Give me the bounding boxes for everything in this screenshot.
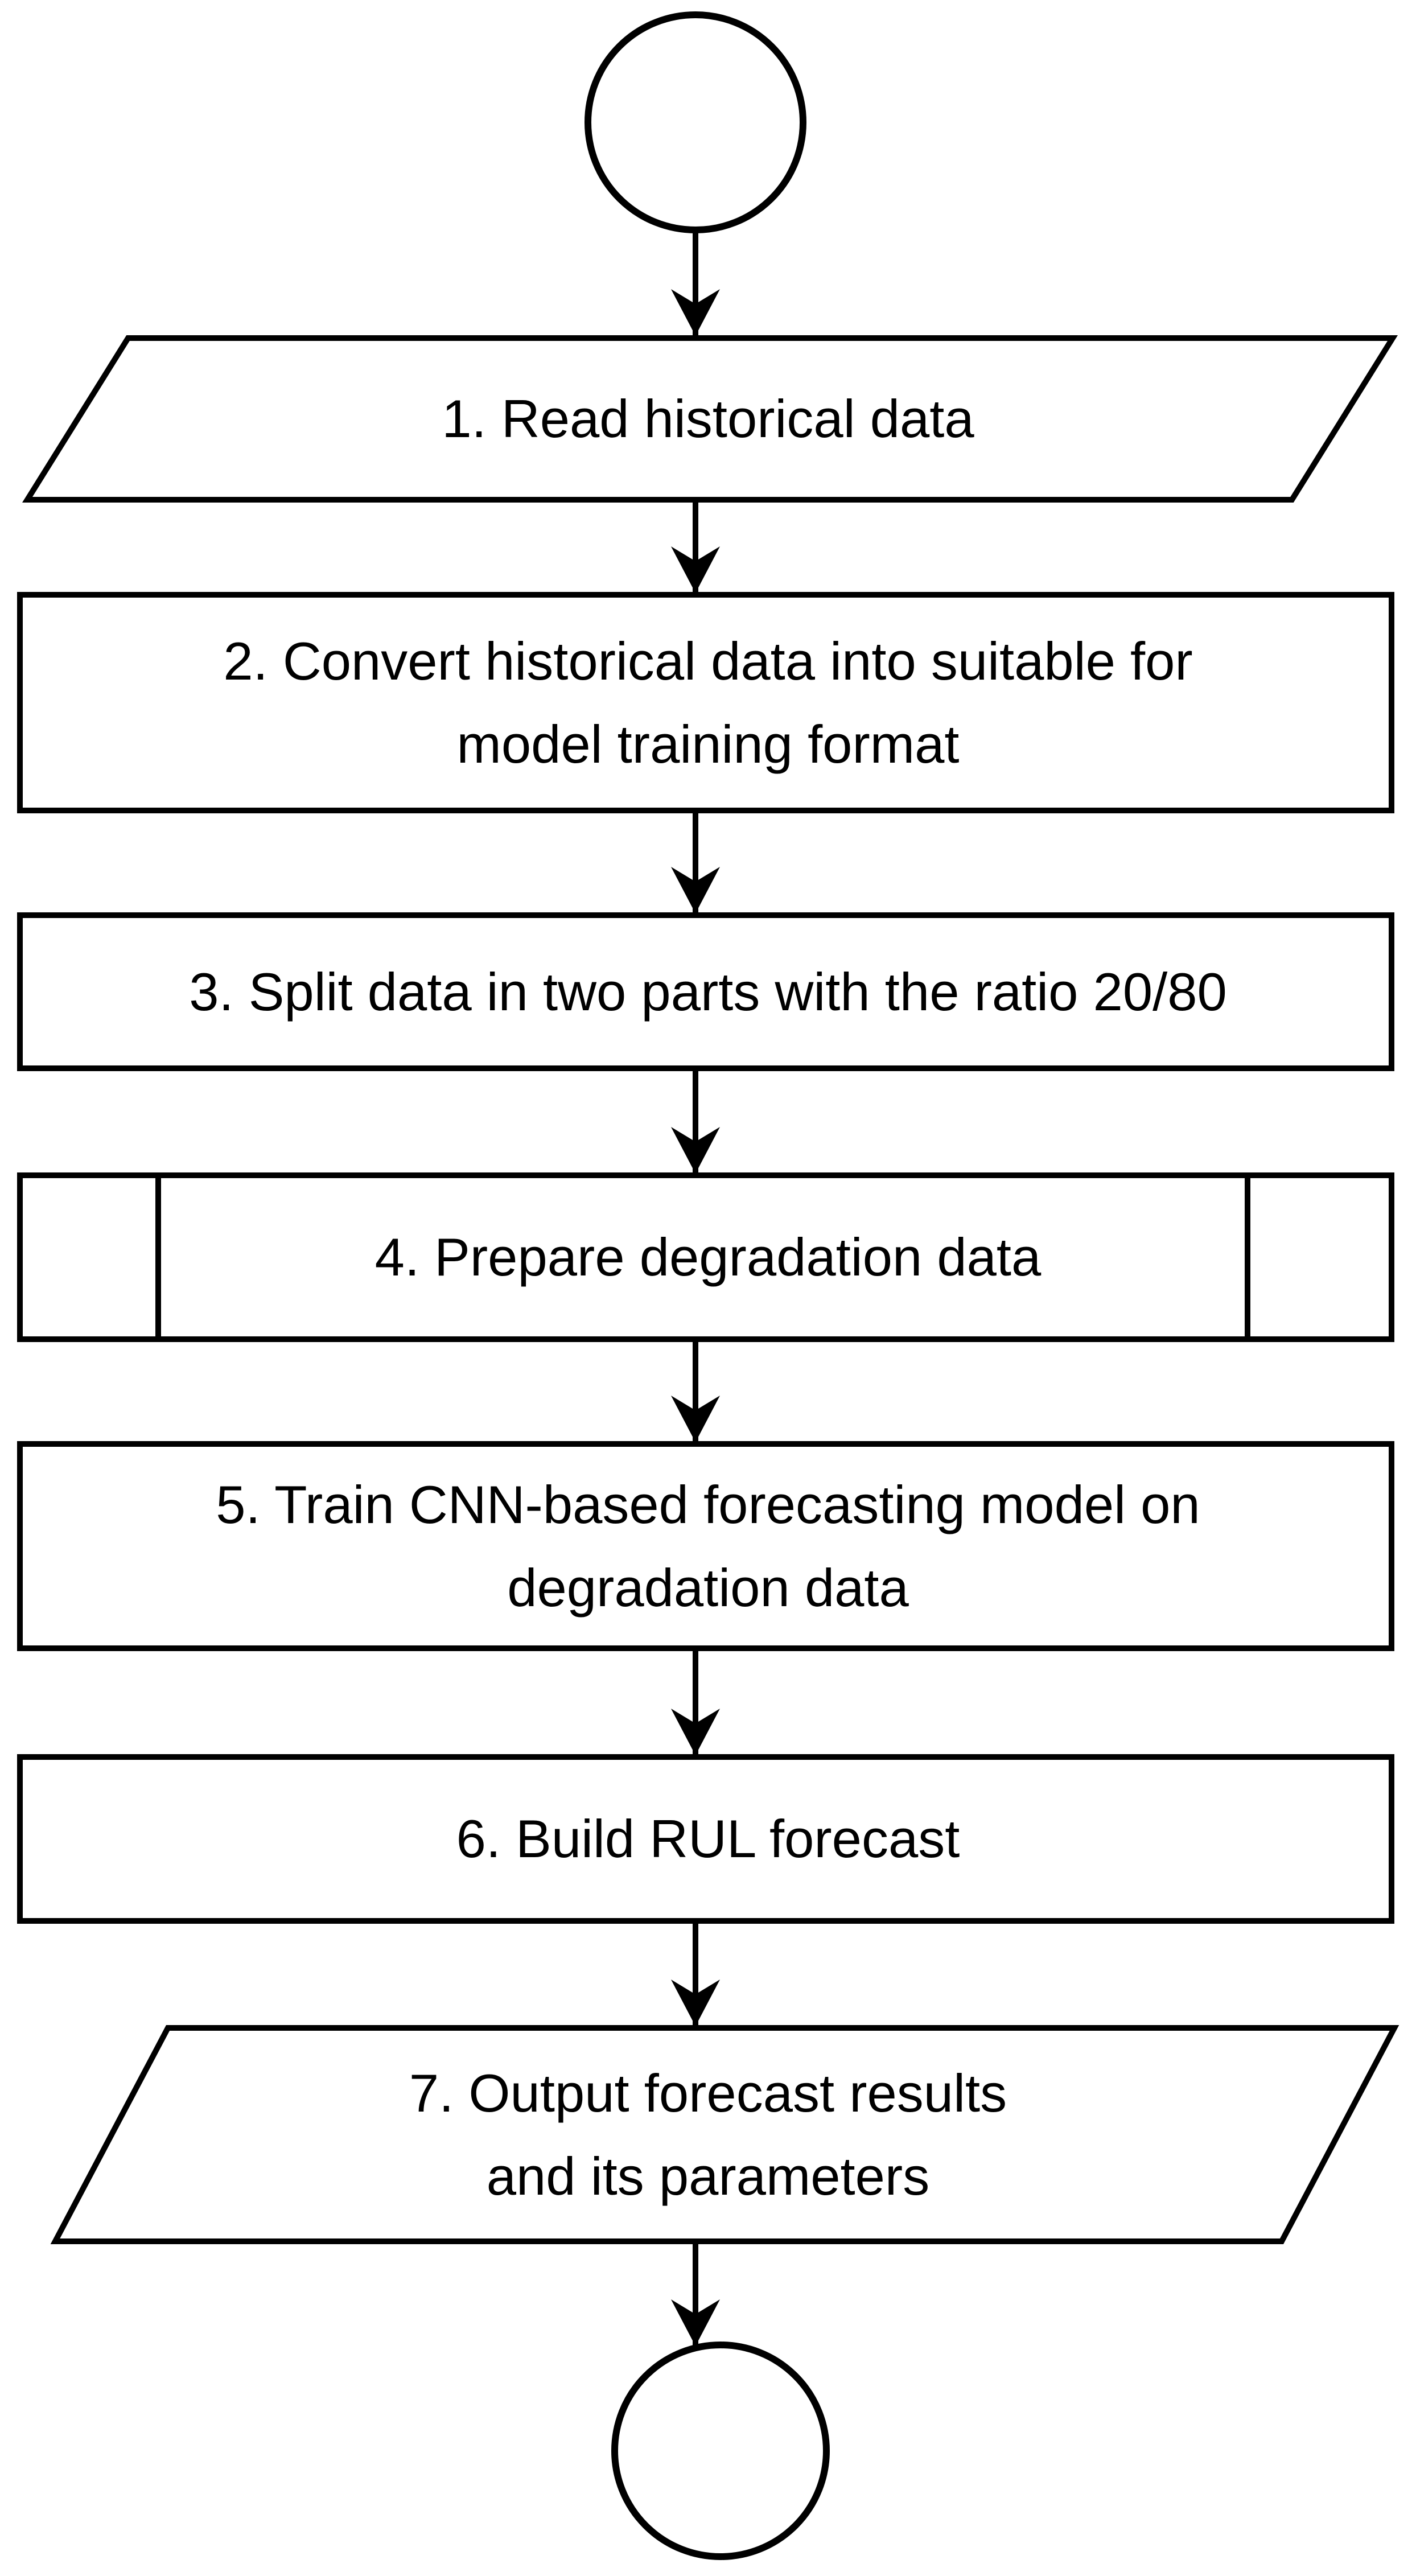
node-4-label: 4. Prepare degradation data (374, 1227, 1042, 1287)
node-1-label: 1. Read historical data (442, 389, 974, 449)
end-terminator-circle (611, 2342, 830, 2560)
node-2-label: 2. Convert historical data into suitable… (223, 631, 1193, 774)
node-1-io-parallelogram (22, 335, 1398, 503)
node-2-process-rect (17, 592, 1394, 813)
node-5-label: 5. Train CNN-based forecasting model on … (216, 1474, 1200, 1618)
node-3-label: 3. Split data in two parts with the rati… (189, 961, 1227, 1022)
start-terminator-circle (584, 11, 806, 233)
node-5-process-rect (17, 1441, 1394, 1651)
node-6-process-rect (17, 1754, 1394, 1924)
node-7-io-parallelogram (50, 2025, 1399, 2244)
node-7-label: 7. Output forecast results and its param… (409, 2063, 1007, 2206)
node-3-process-rect (17, 912, 1394, 1071)
node-4-predefined-process-rect (17, 1172, 1394, 1342)
node-6-label: 6. Build RUL forecast (456, 1809, 960, 1869)
